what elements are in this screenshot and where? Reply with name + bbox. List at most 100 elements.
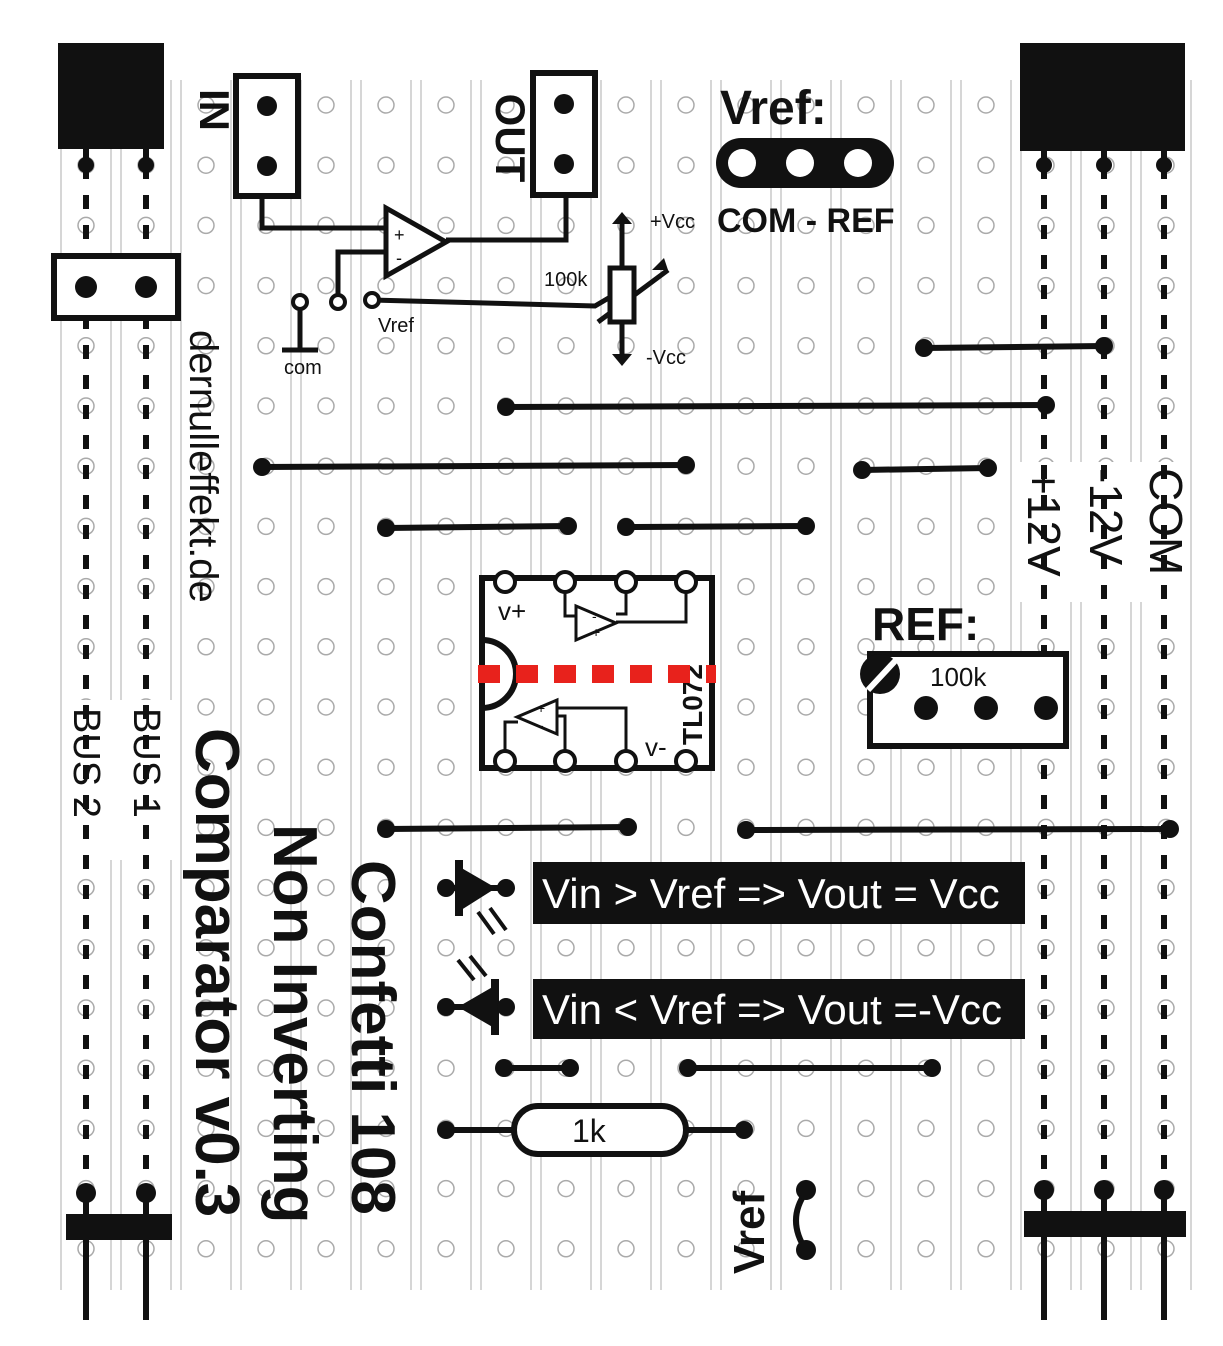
board-hole [317,1240,335,1258]
board-hole [317,878,335,897]
out-label: OUT [487,94,534,183]
opamp-minus-label: - [396,248,402,268]
rail-plus12-label: +12V [1018,468,1070,577]
board-hole [497,337,515,355]
board-hole [677,1179,695,1198]
board-hole [257,939,275,957]
board-hole [917,577,935,596]
board-hole [857,337,875,355]
board-hole [257,1240,275,1258]
board-hole [437,1240,455,1258]
opamp-plus-label: + [394,225,405,245]
board-hole [797,216,815,235]
board-hole [797,577,815,596]
board-hole [377,577,395,596]
board-hole [797,96,815,114]
board-hole [497,939,515,957]
board-hole [197,638,215,656]
board-hole [797,638,815,656]
board-hole [977,156,995,174]
board-hole [737,96,755,114]
minus-vcc-label: -Vcc [646,347,686,369]
board-hole [977,758,995,776]
board-hole [197,1179,215,1198]
rail-com-label: COM [1140,468,1192,575]
board-hole [437,638,455,656]
board-hole [677,96,695,114]
bus-header-top [58,43,164,173]
board-hole [677,818,695,837]
board-hole [197,337,215,355]
board-hole [437,96,455,114]
bus-wires [83,165,149,1190]
board-hole [497,1179,515,1198]
board-hole [917,1240,935,1258]
power-header-bottom [1024,1180,1186,1320]
board-hole [197,1059,215,1077]
board-hole [257,517,275,536]
bus1-label: BUS 1 [125,708,167,818]
board-hole [197,216,215,235]
board-hole [917,758,935,776]
board-hole [917,517,935,536]
board-hole [377,638,395,656]
board-hole [197,1240,215,1258]
board-hole [317,758,335,776]
board-hole [857,1240,875,1258]
board-hole [917,216,935,235]
board-hole [437,939,455,957]
board-hole [737,698,755,716]
vref-jumper: Vref: COM - REF [716,82,895,240]
board-hole [377,1240,395,1258]
pot-symbol [607,265,637,325]
board-hole [797,337,815,355]
resistor-value: 1k [572,1113,607,1149]
rule-low-text: Vin < Vref => Vout =-Vcc [542,986,1002,1033]
board-hole [437,397,455,415]
board-hole [197,878,215,897]
bottom-vref-jumper [793,1180,816,1260]
svg-text:-: - [592,608,597,624]
board-hole [257,337,275,355]
board-hole [917,1179,935,1198]
board-hole [977,1119,995,1138]
board-hole [257,698,275,716]
board-hole [557,1240,575,1258]
board-hole [197,276,215,295]
board-hole [797,698,815,716]
board-hole [257,216,275,235]
board-hole [497,216,515,235]
board-hole [257,1179,275,1198]
board-hole [317,638,335,656]
board-hole [617,337,635,355]
board-hole [197,457,215,475]
ref-title: REF: [872,598,979,650]
bus-jumper [51,253,181,321]
jumper-wires [261,343,1171,1071]
board-hole [977,276,995,295]
board-hole [737,1240,755,1258]
board-hole [197,397,215,415]
svg-text:+: + [537,700,545,716]
board-hole [437,156,455,174]
board-hole [377,1119,395,1138]
board-hole [377,96,395,114]
led-high [437,860,515,936]
board-hole [497,96,515,114]
board-hole [977,939,995,957]
board-hole [737,337,755,355]
board-hole [437,337,455,355]
tl072-chip: - + + - v+ v- TL072 [478,570,716,773]
board-hole [737,758,755,776]
board-hole [197,156,215,174]
board-hole [377,337,395,355]
board-hole [317,397,335,415]
board-hole [917,276,935,295]
board-hole [857,939,875,957]
bus2-label: BUS 2 [65,708,107,818]
board-hole [977,1059,995,1077]
board-hole [797,276,815,295]
board-hole [317,276,335,295]
vref-jumper-subtitle: COM - REF [717,202,895,240]
board-hole [317,96,335,114]
